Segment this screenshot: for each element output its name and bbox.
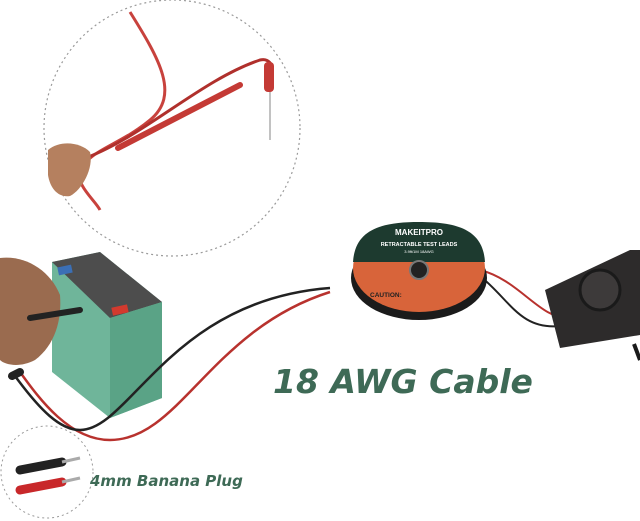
- reel-brand: MAKEITPRO: [395, 228, 443, 237]
- reel-caution: CAUTION:: [370, 292, 402, 299]
- multimeter: [545, 250, 640, 361]
- banana-plug-inset: [0, 425, 94, 519]
- reel-spec: 3.9ft/1M 18AWG: [404, 249, 433, 254]
- battery: [52, 252, 162, 418]
- reel-title: RETRACTABLE TEST LEADS: [381, 242, 458, 248]
- hand-closeup: [48, 143, 91, 197]
- test-leads: [8, 269, 571, 442]
- hand: [0, 257, 83, 365]
- plug-caption: 4mm Banana Plug: [90, 472, 243, 490]
- probe-tip-icon: [115, 82, 243, 151]
- cable-caption: 18 AWG Cable: [273, 362, 533, 401]
- probe-closeup-inset: [43, 0, 301, 257]
- reel: MAKEITPRO RETRACTABLE TEST LEADS 3.9ft/1…: [351, 222, 487, 320]
